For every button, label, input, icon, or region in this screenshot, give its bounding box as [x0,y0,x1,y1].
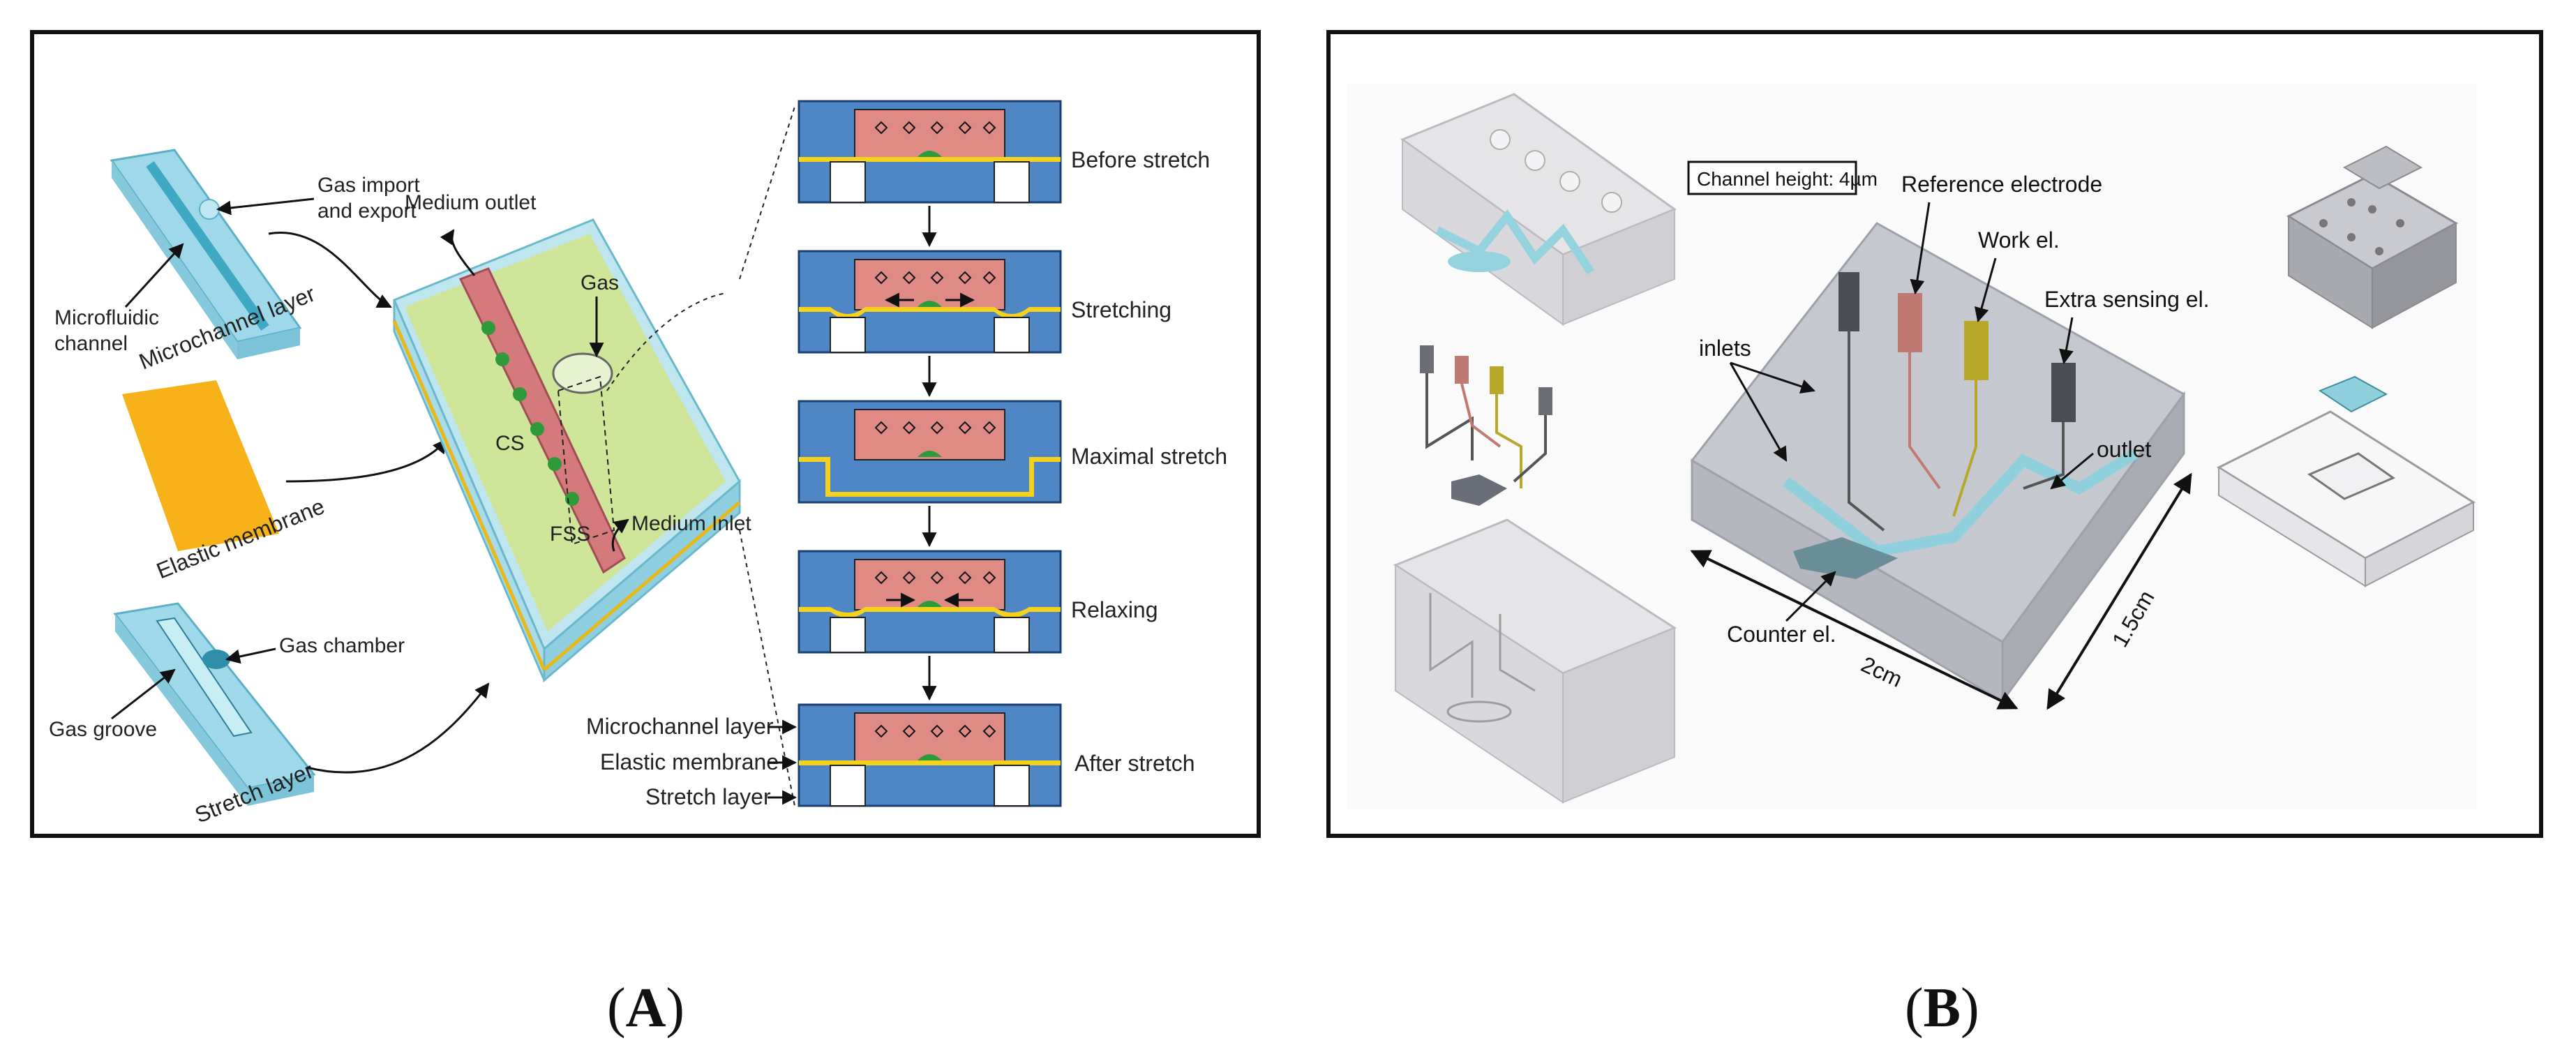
medium-channel [458,267,626,574]
reference-electrode-shape [1898,293,1922,352]
label-medium-outlet: Medium outlet [405,191,537,214]
label-gas-import-2: and export [317,200,417,223]
label-microfluidic-2: channel [54,332,128,355]
legend-microchannel: Microchannel layer [586,714,774,739]
exploded-electrodes [1420,345,1552,506]
stage-label-2: Stretching [1071,297,1171,322]
label-gas-chamber: Gas chamber [279,634,405,657]
legend-stretch: Stretch layer [645,784,771,809]
gas-chamber-bubble [552,352,613,394]
stage-label-4: Relaxing [1071,597,1158,622]
stretch-layer-block [113,602,316,806]
label-gas-groove: Gas groove [49,718,157,741]
stage-stretching [797,250,1062,354]
caption-a: (A) [607,977,685,1039]
label-microfluidic-1: Microfluidic [54,306,159,329]
exploded-top-cover [1400,93,1677,326]
stage-label-1: Before stretch [1071,147,1210,172]
holder-assembly [2216,145,2476,587]
label-gas-import-1: Gas import [317,174,420,197]
label-fss: FSS [550,523,590,546]
label-cs: CS [495,432,525,455]
stage-after [797,703,1062,807]
stage-label-3: Maximal stretch [1071,444,1227,469]
stage-label-5: After stretch [1074,751,1195,776]
microfluidic-channel-line [146,160,269,331]
panel-a: Gas import and export Microfluidic chann… [30,30,1261,838]
legend-elastic: Elastic membrane [600,749,779,774]
label-extra-sensing: Extra sensing el. [2044,287,2210,312]
label-medium-inlet: Medium Inlet [631,512,751,535]
main-chip [392,218,741,683]
label-outlet: outlet [2097,437,2151,462]
label-channel-height: Channel height: 4µm [1697,168,1878,190]
stage-relaxing [797,550,1062,654]
label-counter-el: Counter el. [1727,622,1836,647]
panel-b: Channel height: 4µm Reference electrode … [1326,30,2543,838]
dimension-2cm-arrow [1690,550,2019,710]
label-work-el: Work el. [1978,227,2060,253]
label-inlets: inlets [1699,336,1751,361]
label-reference-electrode: Reference electrode [1901,172,2102,197]
stage-before [797,100,1062,204]
channel-height-box [1687,160,1857,195]
exploded-base [1393,518,1677,804]
microchannel-layer-block [110,149,302,359]
elastic-membrane-sheet [122,380,279,551]
stage-maximal [797,400,1062,504]
work-electrode-shape [1964,321,1989,380]
label-gas: Gas [581,271,619,294]
caption-b: (B) [1905,977,1979,1039]
extra-sensing-electrode-shape [2051,363,2076,422]
dimension-15cm-arrow [2046,472,2192,710]
